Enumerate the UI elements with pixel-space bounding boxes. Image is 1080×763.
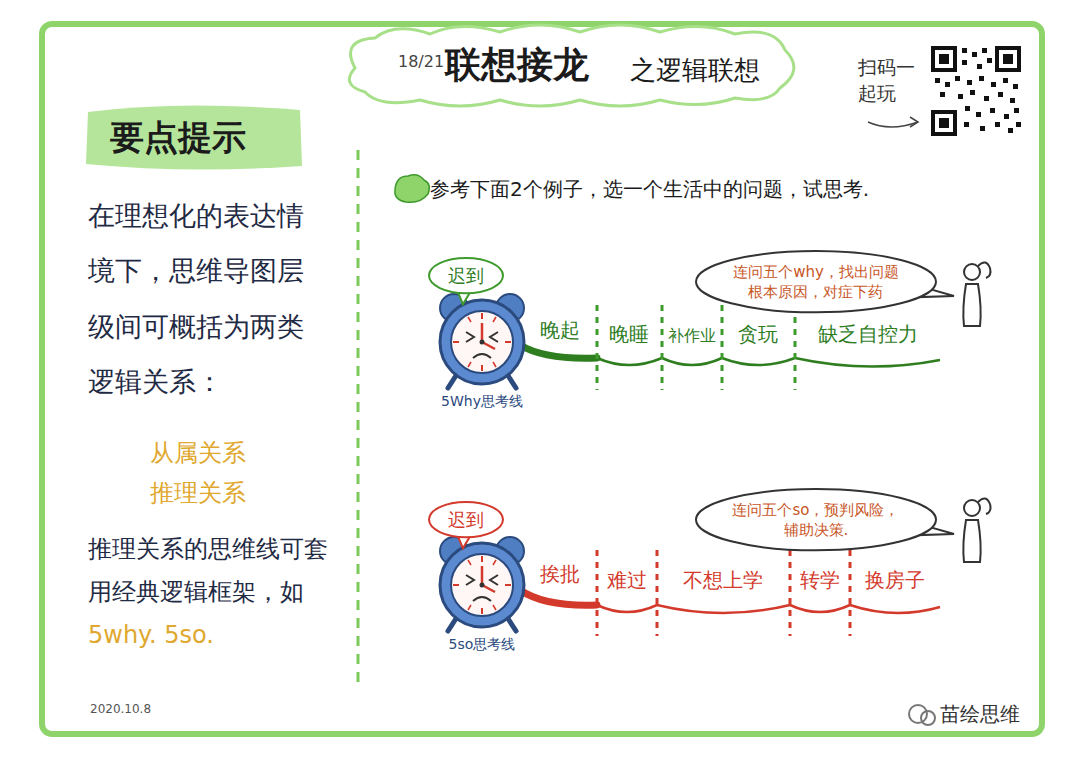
- speech-bubble: 连问五个why，找出问题根本原因，对症下药: [694, 249, 938, 314]
- chain-step: 转学: [800, 568, 840, 593]
- speech-bubble: 连问五个so，预判风险，辅助决策.: [694, 487, 938, 552]
- chain-step: 换房子: [865, 568, 925, 593]
- section-heading: 要点提示: [110, 116, 246, 159]
- text-paragraph: 推理关系的思维线可套用经典逻辑框架，如 5why. 5so.: [88, 528, 328, 658]
- line-caption: 5so思考线: [449, 636, 516, 654]
- bubble-ellipse: [696, 251, 936, 312]
- body-text: 在理想化的表达情境下，思维导图层级间可概括为两类逻辑关系：: [88, 188, 328, 409]
- signature-date: 2020.10.8: [90, 702, 151, 717]
- bubble-text: 迟到: [437, 508, 495, 532]
- relation-type: 推理关系: [150, 478, 246, 508]
- scan-hint: 扫码一起玩: [858, 55, 922, 106]
- bubble-text: 连问五个so，预判风险，辅助决策.: [726, 500, 907, 541]
- subtitle: 之逻辑联想: [630, 54, 760, 87]
- chain-step: 不想上学: [683, 568, 763, 593]
- tag-bubble: 迟到: [427, 256, 505, 295]
- title-text: 联想接龙: [445, 42, 589, 87]
- bubble-ellipse: [429, 502, 503, 537]
- watermark: 苗绘思维: [940, 702, 1020, 727]
- tag-bubble: 迟到: [427, 500, 505, 539]
- chain-step: 难过: [607, 568, 647, 593]
- framework-name: 5why. 5so.: [88, 621, 214, 649]
- chain-step: 补作业: [668, 326, 716, 346]
- bubble-outline: [694, 487, 938, 552]
- chain-step: 缺乏自控力: [818, 322, 918, 347]
- chain-step: 贪玩: [738, 322, 778, 347]
- bubble-ellipse: [696, 489, 936, 550]
- page-number: 18/21: [398, 52, 444, 72]
- bubble-text: 迟到: [437, 264, 495, 288]
- text-line: 连问五个why，找出问题根本原因，对症下药: [726, 262, 907, 303]
- chain-step: 晚起: [540, 318, 580, 343]
- bubble-outline: [694, 249, 938, 314]
- instruction: 参考下面2个例子，选一个生活中的问题，试思考.: [430, 177, 869, 202]
- line-caption: 5Why思考线: [441, 393, 523, 411]
- body-text: 推理关系的思维线可套用经典逻辑框架，如: [88, 535, 328, 606]
- relation-type: 从属关系: [150, 438, 246, 468]
- chain-step: 晚睡: [609, 322, 649, 347]
- text-line: 迟到: [437, 508, 495, 532]
- bubble-ellipse: [429, 258, 503, 293]
- chain-step: 挨批: [540, 562, 580, 587]
- text-line: 连问五个so，预判风险，辅助决策.: [726, 500, 907, 541]
- bubble-text: 连问五个why，找出问题根本原因，对症下药: [726, 262, 907, 303]
- text-line: 迟到: [437, 264, 495, 288]
